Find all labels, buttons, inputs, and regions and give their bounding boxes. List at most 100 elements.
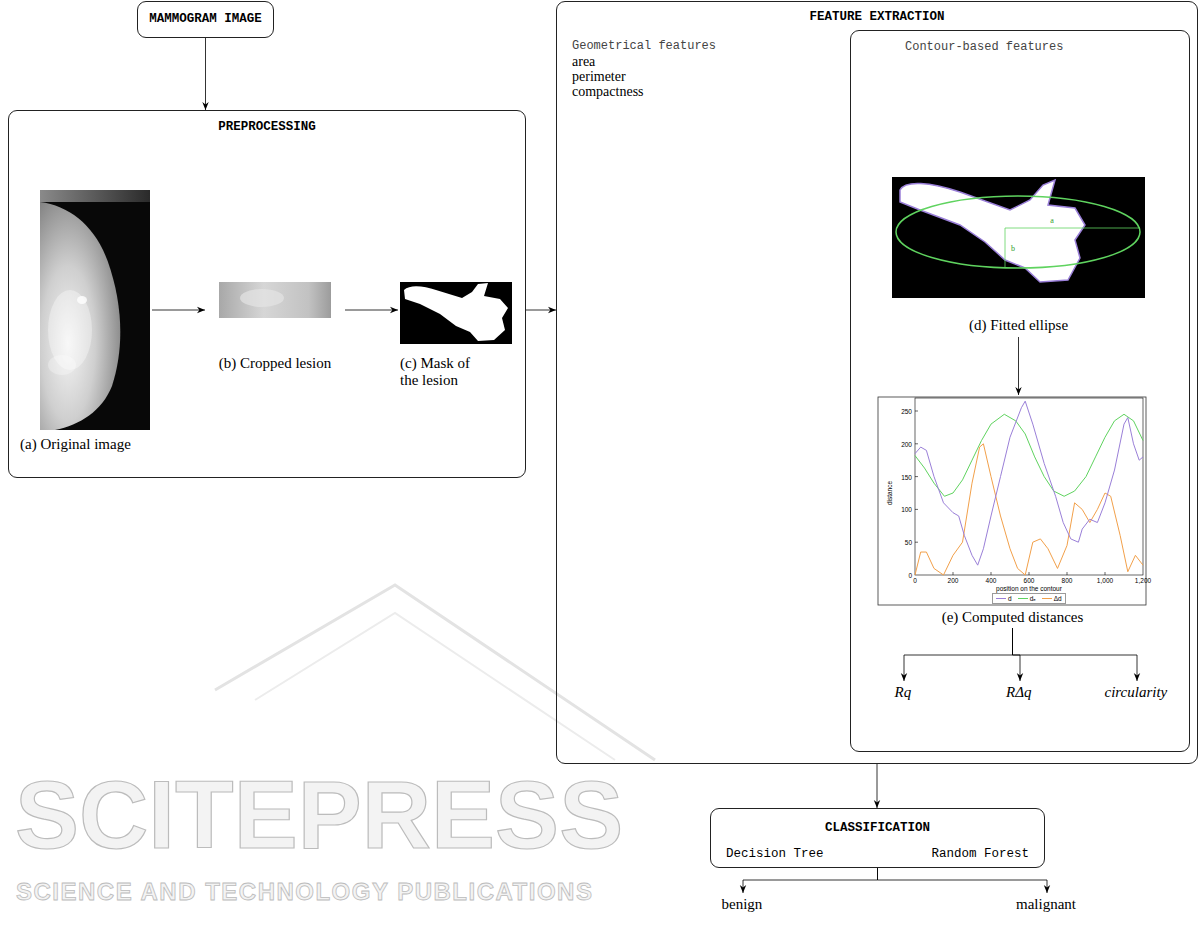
mask-shape xyxy=(404,283,508,341)
node-title: PREPROCESSING xyxy=(9,120,525,134)
axis-tick: 0 xyxy=(908,572,912,579)
tick xyxy=(953,572,954,575)
axis-tick: 100 xyxy=(901,506,912,513)
curves xyxy=(915,401,1143,575)
node-title: (c) Mask of the lesion xyxy=(400,355,488,389)
node-title: (a) Original image xyxy=(20,436,131,453)
axis-tick: 200 xyxy=(948,577,959,584)
breast-tissue xyxy=(40,202,120,430)
axis-tick: 400 xyxy=(986,577,997,584)
mask-ground xyxy=(892,177,1145,298)
tick xyxy=(1029,572,1030,575)
feature-group: (d) Fitted ellipse (e) Computed distances… xyxy=(850,30,1190,752)
stage-panel: CLASSIFICATION Decision Tree Random Forest xyxy=(710,808,1045,868)
arrow-connector xyxy=(526,310,556,311)
node-title: benign xyxy=(722,896,765,913)
tick xyxy=(1105,572,1106,575)
plot-area xyxy=(915,398,1143,575)
class-label: benign xyxy=(722,896,765,913)
image-band xyxy=(40,190,150,202)
arrow-connector xyxy=(878,868,1048,893)
node-title: (e) Computed distances xyxy=(875,609,1150,626)
node-title: Rq xyxy=(895,684,914,701)
image-panel: (d) Fitted ellipse xyxy=(890,177,1147,337)
legend-text: d xyxy=(1008,594,1012,603)
axis-tick: 0 xyxy=(913,577,917,584)
tick xyxy=(915,509,918,510)
image-panel: (a) Original image xyxy=(18,190,152,458)
node-text: Geometrical features xyxy=(572,39,716,53)
axis-title: position on the contour xyxy=(996,585,1062,592)
tick xyxy=(1067,572,1068,575)
axis-tick: 1,000 xyxy=(1097,577,1113,584)
axis-tick: 1,200 xyxy=(1135,577,1151,584)
chart-legend: d dₑ Δd xyxy=(992,593,1066,604)
watermark: SCIENCE AND TECHNOLOGY PUBLICATIONS xyxy=(16,878,593,906)
arrow-connector xyxy=(1013,628,1138,681)
arrow-connector xyxy=(205,38,206,110)
arrow-connector xyxy=(345,310,398,311)
tick xyxy=(915,476,918,477)
lesion-crop xyxy=(219,282,331,318)
legend-text: Δd xyxy=(1054,594,1062,603)
arrow-connector xyxy=(877,764,878,808)
legend-entry: d xyxy=(996,594,1012,603)
tick-marks xyxy=(915,411,1105,575)
watermark: SCITEPRESS xyxy=(15,760,623,870)
legend-text: dₑ xyxy=(1030,594,1036,603)
input-box: MAMMOGRAM IMAGE xyxy=(137,1,274,38)
node-title: (b) Cropped lesion xyxy=(205,355,345,372)
lesion-mask xyxy=(400,282,512,344)
node-text: area perimeter compactness xyxy=(572,54,644,99)
axis-title: distance xyxy=(886,481,893,505)
node-title: circularity xyxy=(1105,684,1170,701)
axis-tick: 600 xyxy=(1024,577,1035,584)
fitted-ellipse xyxy=(896,196,1140,268)
dense-tissue xyxy=(48,355,76,375)
connectors xyxy=(152,38,1137,893)
watermark-logo xyxy=(215,585,655,760)
stage-panel: (d) Fitted ellipse (e) Computed distances… xyxy=(556,1,1198,764)
legend-line xyxy=(996,598,1006,599)
legend-entry: Δd xyxy=(1042,594,1062,603)
stage-panel: (a) Original image (b) Cropped lesion (c) … xyxy=(8,110,526,478)
node-title: malignant xyxy=(1016,896,1078,913)
image-panel: (c) Mask of the lesion xyxy=(398,282,516,396)
chart-frame xyxy=(878,397,1146,605)
cropped-lesion xyxy=(219,282,331,318)
node-title: CLASSIFICATION xyxy=(711,821,1044,835)
image-panel: (b) Cropped lesion xyxy=(205,282,345,374)
axis-a xyxy=(1005,228,1140,229)
node-title: FEATURE EXTRACTION xyxy=(557,10,1197,24)
arrow-connector xyxy=(1018,337,1019,395)
class-label: malignant xyxy=(1016,896,1078,913)
legend-line xyxy=(1042,598,1052,599)
feature-name: RΔq xyxy=(1006,684,1034,701)
axis-tick: 50 xyxy=(905,539,912,546)
axis-tick: 800 xyxy=(1062,577,1073,584)
curve-d xyxy=(915,401,1143,565)
node-title: RΔq xyxy=(1006,684,1034,701)
distance-chart xyxy=(878,397,1146,605)
node-text: Random Forest xyxy=(931,847,1029,861)
node-text: Decision Tree xyxy=(726,847,824,861)
tick xyxy=(915,443,918,444)
ellipse-image xyxy=(892,177,1145,298)
image-ground xyxy=(40,190,150,430)
lesion-spot xyxy=(77,296,87,304)
arrow-connector xyxy=(904,628,1013,681)
arrow-connector xyxy=(152,310,205,311)
legend-line xyxy=(1018,598,1028,599)
curve-de xyxy=(915,414,1143,496)
mask-ground xyxy=(400,282,512,344)
watermark-line xyxy=(255,613,615,760)
axis-tick: 200 xyxy=(901,440,912,447)
node-title: MAMMOGRAM IMAGE xyxy=(138,12,273,26)
legend-entry: dₑ xyxy=(1018,594,1036,603)
arrow-connector xyxy=(1013,628,1021,681)
arrow-connector xyxy=(743,868,878,893)
